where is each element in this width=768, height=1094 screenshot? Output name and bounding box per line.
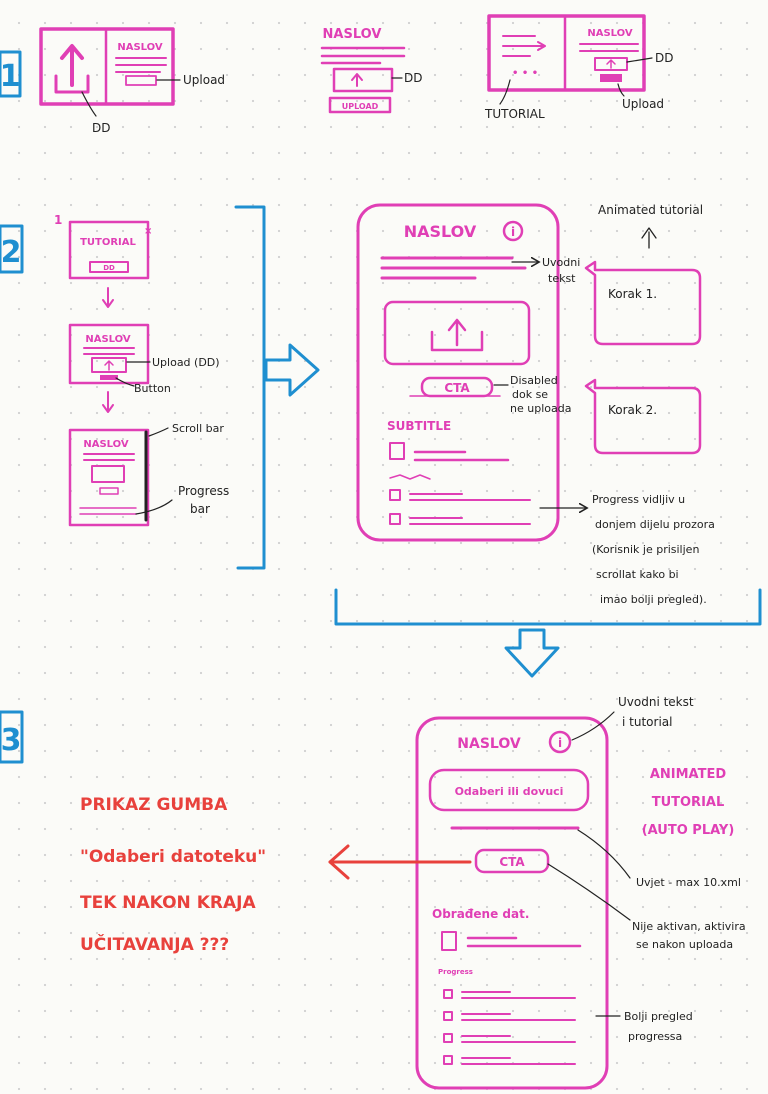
mock3-cta-label: CTA [499,855,525,869]
red-question-note: PRIKAZ GUMBA "Odaberi datoteku" TEK NAKO… [80,795,472,955]
question-line-1: PRIKAZ GUMBA [80,795,228,815]
svg-text:• • •: • • • [512,68,538,79]
row1-sketch-3: • • • NASLOV DD Upload TUTORIAL [484,14,673,121]
animated-tutorial-note: ANIMATED TUTORIAL (AUTO PLAY) [642,767,735,838]
step-number-2: 2 [0,224,24,274]
flow-number: 1 [54,213,62,227]
row2-tutorial: Animated tutorial Korak 1. Korak 2. [584,203,703,455]
row3-phone-mockup: NASLOV i Odaberi ili dovuci CTA Obrađene… [415,695,746,1090]
mock3-progress-note-2: progressa [628,1030,682,1043]
flow-progress-label-1: Progress [178,484,229,498]
flow-progress-title: NASLOV [83,439,129,450]
mock2-progress-note-2: donjem dijelu prozora [595,518,715,531]
animated-line-1: ANIMATED [650,767,727,782]
choose-file-button [428,768,590,812]
mock3-processed-label: Obrađene dat. [432,907,529,921]
flow-tutorial-title: TUTORIAL [80,237,136,248]
mock3-info-label: i [558,736,562,750]
tutorial-step-2: Korak 2. [608,403,657,417]
upload-icon [430,318,484,352]
flow-button-label: Button [134,382,171,395]
mock3-intro-note-2: i tutorial [622,715,672,729]
row2-bracket [234,205,320,570]
mock3-cta-note-2: se nakon uploada [636,938,733,951]
mock3-title: NASLOV [457,736,521,752]
row2-flow: 1 TUTORIAL × DD NASLOV Upload (DD) Butto… [54,213,229,527]
mock2-subtitle: SUBTITLE [387,419,451,433]
sketch1-title: NASLOV [117,42,163,53]
sketch1-upload-label: Upload [183,73,225,87]
mock2-cta-note-1: Disabled [510,374,558,387]
sketch3-upload-label: Upload [622,97,664,111]
tutorial-heading: Animated tutorial [598,203,703,217]
row3-connector [334,588,762,678]
flow-upload-title: NASLOV [85,334,131,345]
mock2-intro-note-2: tekst [548,272,576,285]
row2-phone-mockup: NASLOV i CTA SUBTITLE Uvodni tekst Disab… [356,203,715,606]
question-line-4: UČITAVANJA ??? [80,933,229,955]
mock3-cta-note-1: Nije aktivan, aktivira [632,920,746,933]
flow-progress-label-2: bar [190,502,210,516]
mock2-cta-note-3: ne uploada [510,402,571,415]
step-1-label: 1 [0,59,20,94]
info-icon-2 [548,730,572,754]
sketch3-title: NASLOV [587,28,633,39]
mock3-progress-note-1: Bolji pregled [624,1010,693,1023]
step-3-label: 3 [1,723,22,758]
flow-close-icon: × [144,226,152,237]
sketch1-dd-label: DD [92,121,110,135]
mock2-progress-note-4: scrollat kako bi [596,568,679,581]
mock2-cta-note-2: dok se [512,388,548,401]
mock2-progress-note-5: imao bolji pregled). [600,593,707,606]
choose-file-label: Odaberi ili dovuci [455,785,564,798]
row1-sketch-2: NASLOV DD UPLOAD [320,27,422,114]
animated-line-2: TUTORIAL [652,795,725,810]
upload-arrow-icon [54,44,90,94]
tutorial-step-1: Korak 1. [608,287,657,301]
question-line-2: "Odaberi datoteku" [80,847,266,867]
sketch2-title: NASLOV [323,27,382,42]
info-icon [502,220,524,242]
step-2-label: 2 [1,235,22,270]
step-number-3: 3 [0,710,24,764]
mock3-progress-small: Progress [438,968,473,976]
mock2-cta-label: CTA [444,381,470,395]
flow-tutorial-inner: DD [103,264,115,272]
sketch2-upload-button: UPLOAD [342,102,379,111]
animated-line-3: (AUTO PLAY) [642,823,735,838]
mock3-cta-button [474,848,550,874]
drop-zone [383,300,531,366]
flow-scroll-bar-label: Scroll bar [172,422,224,435]
sketch3-tutorial-label: TUTORIAL [484,107,545,121]
mock3-intro-note-1: Uvodni tekst [618,695,694,709]
question-line-3: TEK NAKON KRAJA [80,893,256,913]
row1-sketch-1: NASLOV Upload DD [39,27,225,135]
mock2-progress-note-3: (Korisnik je prisiljen [592,543,699,556]
sketch2-dd-label: DD [404,71,422,85]
mock3-condition-note: Uvjet - max 10.xml [636,876,741,889]
sketch3-dd-label: DD [655,51,673,65]
step-number-1: 1 [0,50,22,98]
mock2-progress-note-1: Progress vidljiv u [592,493,685,506]
mock2-intro-note-1: Uvodni [542,256,580,269]
mock2-title: NASLOV [404,222,477,241]
flow-upload-dd-label: Upload (DD) [152,356,220,369]
mock2-info-label: i [511,225,515,239]
